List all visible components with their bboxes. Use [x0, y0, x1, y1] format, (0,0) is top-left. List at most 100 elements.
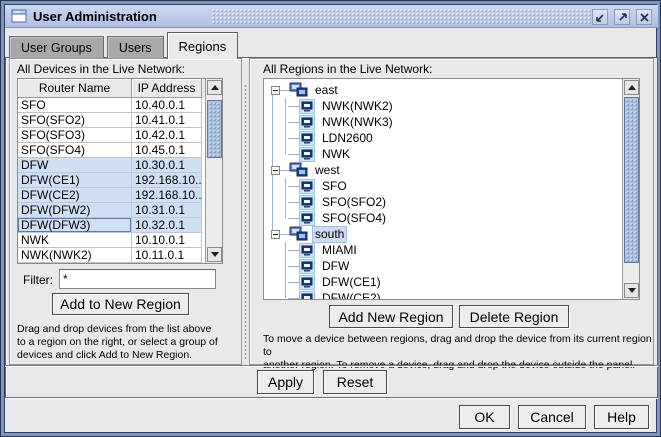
cell-router-name[interactable]: DFW [18, 158, 132, 173]
table-row[interactable]: DFW(CE2)192.168.10... [18, 188, 222, 203]
scrollbar-thumb[interactable] [207, 100, 222, 158]
tree-device-label[interactable]: DFW [322, 258, 350, 273]
cell-router-name[interactable]: DFW(CE1) [18, 173, 132, 188]
column-header-ip-address[interactable]: IP Address [132, 79, 202, 98]
tree-device-row[interactable]: LDN2600 [267, 130, 622, 146]
split-divider[interactable] [242, 58, 249, 365]
tree-region-row[interactable]: west [267, 162, 622, 178]
tree-region-row[interactable]: east [267, 82, 622, 98]
table-row[interactable]: SFO(SFO3)10.42.0.1 [18, 128, 222, 143]
table-row[interactable]: DFW(DFW2)10.31.0.1 [18, 203, 222, 218]
add-to-new-region-button[interactable]: Add to New Region [52, 293, 189, 315]
cell-ip-address[interactable]: 10.11.0.1 [132, 248, 202, 263]
tree-region-row[interactable]: south [267, 226, 622, 242]
cell-router-name[interactable]: NWK [18, 233, 132, 248]
tree-device-row[interactable]: SFO [267, 178, 622, 194]
device-router-icon [299, 114, 315, 130]
tree-device-label[interactable]: SFO [322, 178, 347, 193]
cell-router-name[interactable]: DFW(DFW3) [18, 218, 132, 233]
title-bar[interactable]: User Administration [5, 5, 658, 28]
cell-router-name[interactable]: SFO(SFO3) [18, 128, 132, 143]
reset-button[interactable]: Reset [323, 370, 387, 394]
table-row[interactable]: SFO(SFO4)10.45.0.1 [18, 143, 222, 158]
scroll-down-button[interactable] [207, 247, 222, 262]
cell-router-name[interactable]: SFO(SFO4) [18, 143, 132, 158]
apply-button[interactable]: Apply [257, 370, 314, 394]
hint-line: To move a device between regions, drag a… [263, 333, 652, 358]
tree-device-row[interactable]: SFO(SFO4) [267, 210, 622, 226]
table-row[interactable]: DFW(DFW3)10.32.0.1 [18, 218, 222, 233]
cell-ip-address[interactable]: 10.40.0.1 [132, 98, 202, 113]
cell-ip-address[interactable]: 10.41.0.1 [132, 113, 202, 128]
tree-device-label[interactable]: MIAMI [322, 242, 357, 257]
scrollbar-thumb[interactable] [624, 97, 639, 263]
cell-ip-address[interactable]: 10.32.0.1 [132, 218, 202, 233]
scroll-up-button[interactable] [207, 80, 222, 95]
cell-router-name[interactable]: DFW(CE2) [18, 188, 132, 203]
hint-line: to a region on the right, or select a gr… [17, 336, 218, 348]
collapse-handle-icon[interactable] [271, 230, 280, 239]
regions-tree-scrollbar[interactable] [622, 79, 639, 299]
iconify-button[interactable] [592, 9, 608, 25]
cell-ip-address[interactable]: 192.168.10... [132, 173, 202, 188]
cell-router-name[interactable]: DFW(DFW2) [18, 203, 132, 218]
delete-region-button[interactable]: Delete Region [459, 305, 569, 328]
devices-table-scrollbar[interactable] [205, 79, 222, 263]
table-row[interactable]: SFO(SFO2)10.41.0.1 [18, 113, 222, 128]
collapse-handle-icon[interactable] [271, 166, 280, 175]
collapse-handle-icon[interactable] [271, 86, 280, 95]
tree-device-label[interactable]: SFO(SFO2) [322, 194, 387, 209]
cell-ip-address[interactable]: 10.45.0.1 [132, 143, 202, 158]
tree-region-label[interactable]: west [315, 162, 340, 177]
help-button[interactable]: Help [594, 405, 649, 429]
maximize-button[interactable] [614, 9, 630, 25]
cell-router-name[interactable]: NWK(NWK2) [18, 248, 132, 263]
tree-device-row[interactable]: DFW [267, 258, 622, 274]
cell-ip-address[interactable]: 192.168.10... [132, 188, 202, 203]
tree-device-row[interactable]: NWK(NWK3) [267, 114, 622, 130]
tree-device-label[interactable]: SFO(SFO4) [322, 210, 387, 225]
ok-button[interactable]: OK [459, 405, 510, 429]
tab-users[interactable]: Users [106, 36, 164, 58]
triangle-up-icon [627, 81, 636, 90]
tree-device-row[interactable]: SFO(SFO2) [267, 194, 622, 210]
tree-device-row[interactable]: DFW(CE1) [267, 274, 622, 290]
regions-tree-content: east NWK(NWK2) NWK(NWK3) LDN2600 NWK wes… [264, 79, 622, 299]
tree-device-row[interactable]: MIAMI [267, 242, 622, 258]
tree-device-row[interactable]: NWK [267, 146, 622, 162]
close-button[interactable] [636, 9, 652, 25]
cell-router-name[interactable]: SFO [18, 98, 132, 113]
tab-regions[interactable]: Regions [166, 32, 239, 59]
device-router-icon [299, 290, 315, 299]
tab-user-groups[interactable]: User Groups [9, 36, 104, 58]
tree-device-label[interactable]: NWK(NWK3) [322, 114, 393, 129]
tree-device-label[interactable]: NWK(NWK2) [322, 98, 393, 113]
filter-input[interactable] [59, 269, 216, 289]
cancel-button[interactable]: Cancel [518, 405, 586, 429]
tree-connector [288, 282, 299, 283]
regions-heading: All Regions in the Live Network: [263, 62, 433, 76]
cell-ip-address[interactable]: 10.31.0.1 [132, 203, 202, 218]
table-row[interactable]: NWK(NWK2)10.11.0.1 [18, 248, 222, 263]
add-new-region-button[interactable]: Add New Region [329, 305, 453, 328]
tree-region-label[interactable]: east [315, 82, 338, 97]
cell-ip-address[interactable]: 10.30.0.1 [132, 158, 202, 173]
scroll-up-button[interactable] [624, 80, 639, 95]
column-header-router-name[interactable]: Router Name [18, 79, 132, 98]
tree-device-label[interactable]: DFW(CE2) [322, 290, 381, 300]
cell-ip-address[interactable]: 10.42.0.1 [132, 128, 202, 143]
tree-device-label[interactable]: DFW(CE1) [322, 274, 381, 289]
cell-router-name[interactable]: SFO(SFO2) [18, 113, 132, 128]
tree-device-row[interactable]: DFW(CE2) [267, 290, 622, 299]
table-row[interactable]: DFW(CE1)192.168.10... [18, 173, 222, 188]
tree-device-row[interactable]: NWK(NWK2) [267, 98, 622, 114]
tree-device-label[interactable]: NWK [322, 146, 350, 161]
tree-device-label[interactable]: LDN2600 [322, 130, 373, 145]
cell-ip-address[interactable]: 10.10.0.1 [132, 233, 202, 248]
iconify-icon [595, 13, 604, 22]
scroll-down-button[interactable] [624, 283, 639, 298]
tree-region-label[interactable]: south [313, 226, 347, 242]
